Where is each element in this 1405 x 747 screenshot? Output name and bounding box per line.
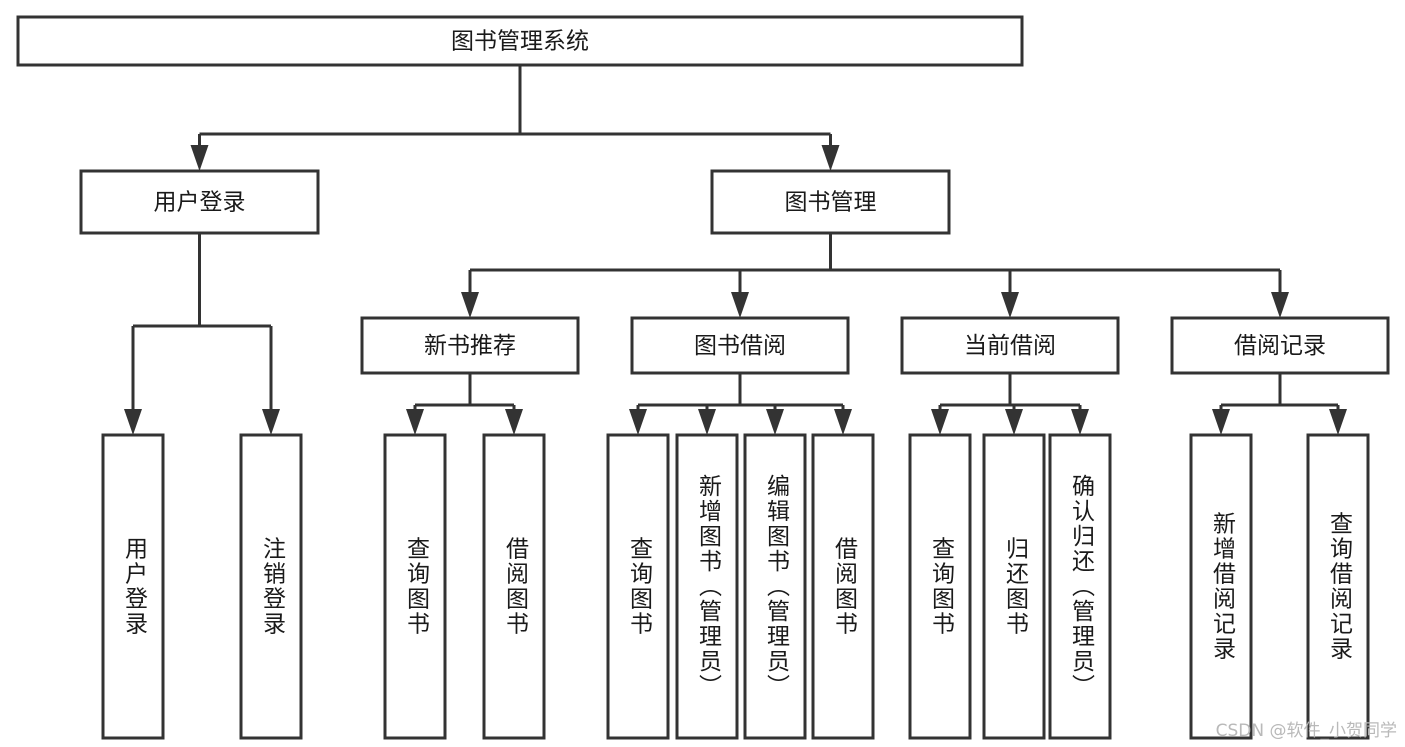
edge-group-root (190, 65, 840, 171)
node-leaf-borrow-book-rec[interactable]: 借阅图书 (482, 433, 546, 740)
node-label: 借阅图书 (831, 537, 859, 637)
node-label: 图书管理系统 (451, 29, 589, 55)
node-label: 查询图书 (403, 537, 431, 637)
node-leaf-edit-book[interactable]: 编辑图书（管理员） (743, 433, 807, 740)
node-leaf-add-record[interactable]: 新增借阅记录 (1189, 433, 1253, 740)
node-leaf-query-book-borrow[interactable]: 查询图书 (606, 433, 670, 740)
edge-group-book-borrow (629, 373, 852, 435)
node-root[interactable]: 图书管理系统 (16, 15, 1024, 67)
edge-group-book-manage (461, 233, 1289, 318)
node-book-manage[interactable]: 图书管理 (710, 169, 951, 235)
node-label: 图书借阅 (694, 333, 786, 359)
node-label: 查询图书 (928, 537, 956, 637)
node-leaf-user-logout[interactable]: 注销登录 (239, 433, 303, 740)
edge-layer (124, 65, 1347, 435)
node-label: 用户登录 (121, 537, 149, 637)
node-current-borrow[interactable]: 当前借阅 (900, 316, 1120, 375)
edge-group-current-borrow (931, 373, 1089, 435)
node-label: 借阅图书 (502, 537, 530, 637)
node-label: 归还图书 (1002, 537, 1030, 637)
node-label: 新书推荐 (424, 333, 516, 359)
node-leaf-query-book-cur[interactable]: 查询图书 (908, 433, 972, 740)
node-label: 新增借阅记录 (1209, 512, 1237, 662)
edge-group-borrow-record (1212, 373, 1347, 435)
node-borrow-record[interactable]: 借阅记录 (1170, 316, 1390, 375)
node-leaf-query-book-rec[interactable]: 查询图书 (383, 433, 447, 740)
node-label: 查询图书 (626, 537, 654, 637)
node-label: 确认归还（管理员） (1068, 474, 1096, 699)
node-label: 注销登录 (259, 537, 287, 637)
node-label: 查询借阅记录 (1326, 512, 1354, 662)
node-leaf-borrow-book[interactable]: 借阅图书 (811, 433, 875, 740)
node-leaf-confirm-return[interactable]: 确认归还（管理员） (1048, 433, 1112, 740)
node-leaf-user-login[interactable]: 用户登录 (101, 433, 165, 740)
node-label: 借阅记录 (1234, 333, 1326, 359)
node-label: 新增图书（管理员） (695, 474, 723, 699)
watermark-text: CSDN @软件_小贺同学 (1215, 721, 1397, 741)
node-leaf-query-record[interactable]: 查询借阅记录 (1306, 433, 1370, 740)
node-leaf-return-book[interactable]: 归还图书 (982, 433, 1046, 740)
node-new-book-rec[interactable]: 新书推荐 (360, 316, 580, 375)
node-leaf-add-book[interactable]: 新增图书（管理员） (675, 433, 739, 740)
node-label: 图书管理 (785, 190, 877, 216)
edge-group-new-book-rec (406, 373, 523, 435)
node-label: 用户登录 (154, 190, 246, 216)
node-user-login[interactable]: 用户登录 (79, 169, 320, 235)
node-book-borrow[interactable]: 图书借阅 (630, 316, 850, 375)
node-label: 当前借阅 (964, 333, 1056, 359)
node-label: 编辑图书（管理员） (763, 474, 791, 699)
node-layer: 图书管理系统用户登录图书管理新书推荐图书借阅当前借阅借阅记录用户登录注销登录查询… (16, 15, 1390, 740)
edge-group-user-login (124, 233, 280, 435)
